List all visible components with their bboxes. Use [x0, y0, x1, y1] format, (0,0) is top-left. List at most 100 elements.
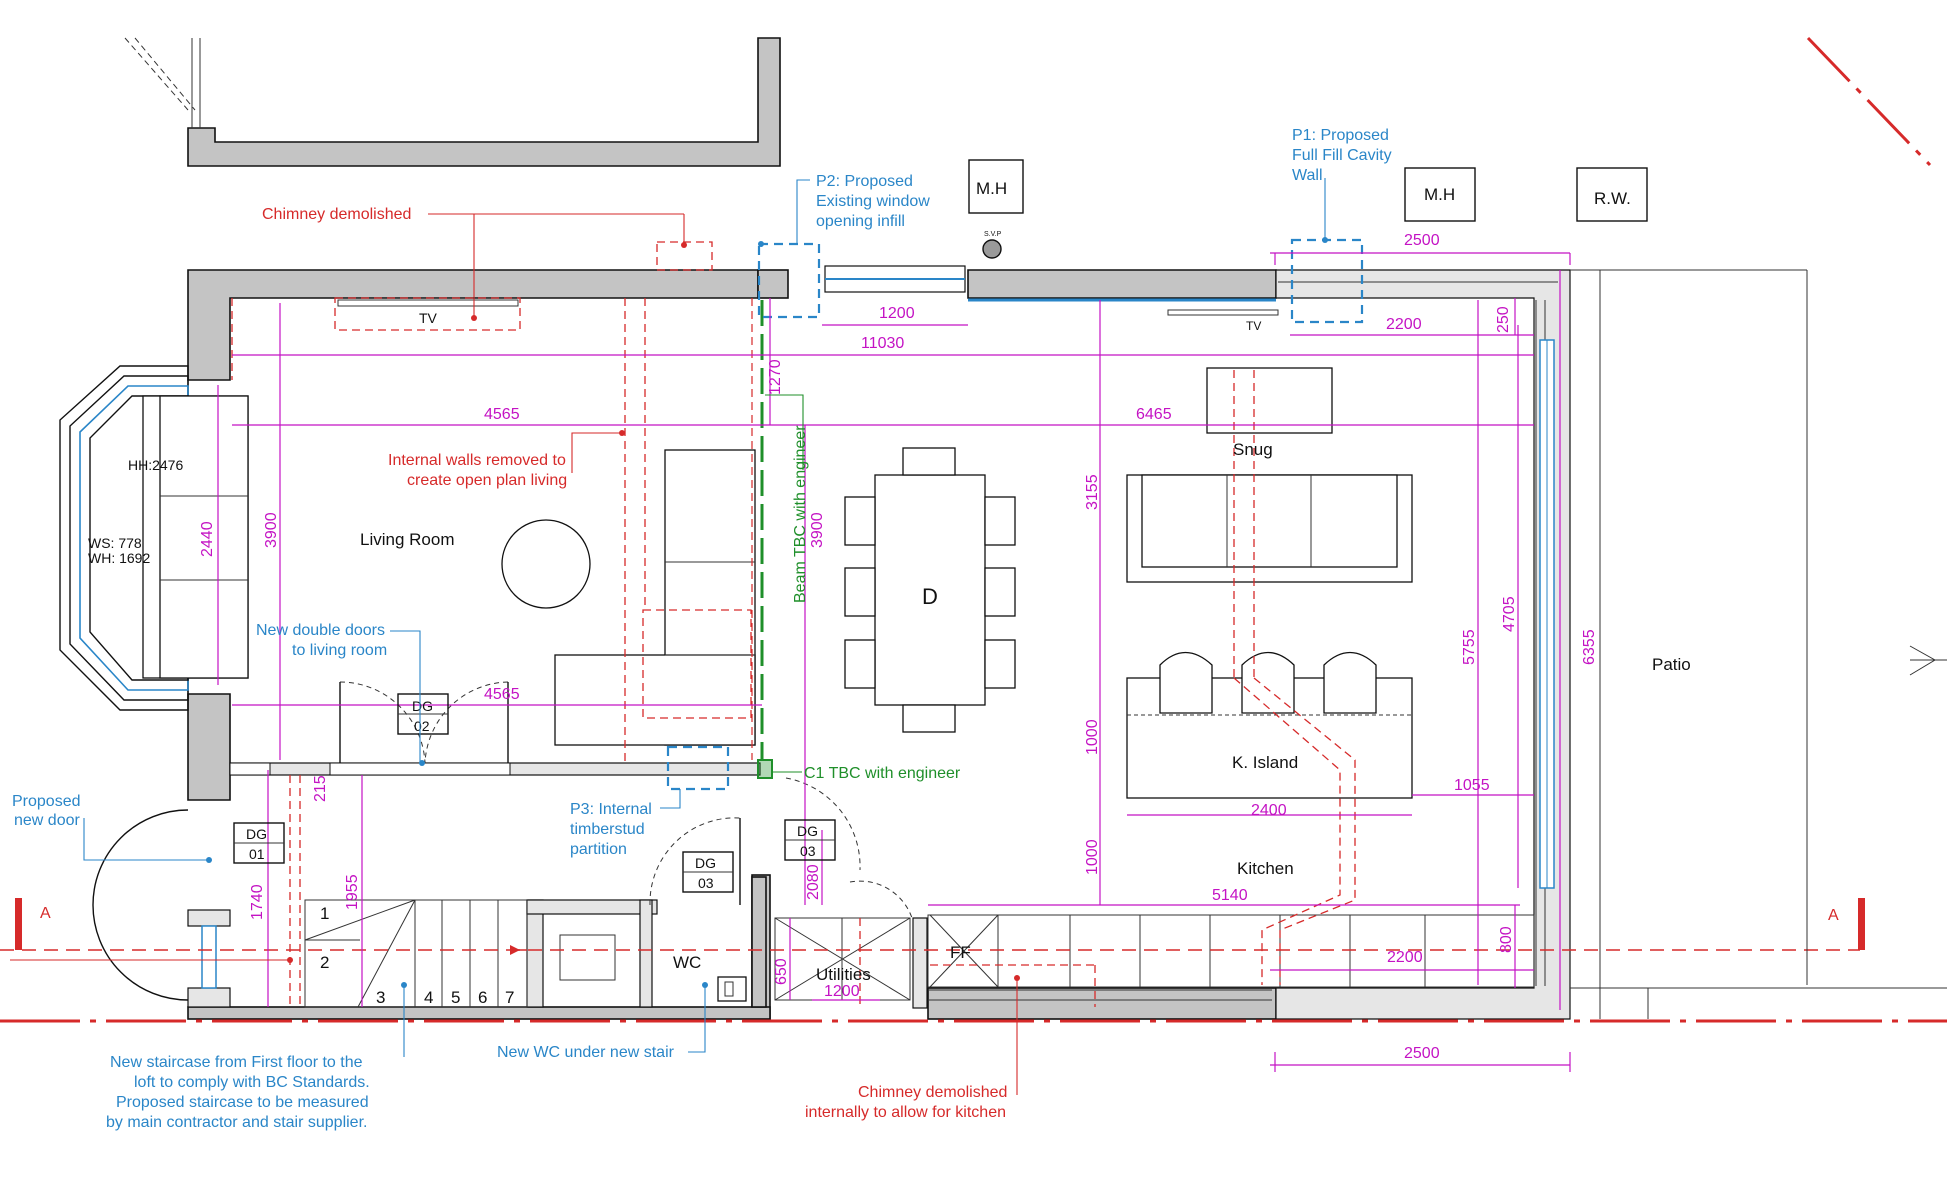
- stair-step-1: 1: [320, 904, 329, 923]
- dim-5755: 5755: [1461, 629, 1478, 665]
- patio-outline: [1570, 269, 1947, 1019]
- stair-step-3: 3: [376, 988, 385, 1007]
- dim-2500-top: 2500: [1404, 232, 1440, 249]
- section-mark-left: A: [40, 905, 51, 922]
- proposal-markers: [206, 237, 1364, 988]
- door-tags: DG 02 DG 01 DG 03 DG 03: [233, 693, 836, 893]
- dimension-text: 1200 11030 2500 2200 250 1270 4565 6465 …: [199, 232, 1598, 1062]
- dim-11030: 11030: [861, 335, 904, 352]
- note-walls-removed-2: create open plan living: [407, 472, 567, 489]
- dg03-tag-b-top: DG: [797, 823, 818, 839]
- beam-line: [751, 298, 764, 760]
- manhole-label-2: M.H: [1424, 185, 1455, 204]
- note-stair-3: Proposed staircase to be measured: [116, 1094, 369, 1111]
- note-p1-3: Wall: [1292, 167, 1323, 184]
- stair-step-2: 2: [320, 953, 329, 972]
- staircase: 1 2 3 4 5 6 7: [304, 899, 528, 1008]
- room-living: Living Room: [360, 530, 455, 549]
- manhole-label-1: M.H: [976, 179, 1007, 198]
- room-labels: Living Room D Snug K. Island Kitchen Pat…: [40, 440, 1839, 984]
- stair-step-4: 4: [424, 988, 433, 1007]
- note-chimney-bottom-1: Chimney demolished: [858, 1084, 1007, 1101]
- dim-215: 215: [312, 775, 329, 802]
- dim-250: 250: [1495, 306, 1512, 333]
- note-chimney-top: Chimney demolished: [262, 206, 411, 223]
- note-p2-1: P2: Proposed: [816, 173, 913, 190]
- note-p3-1: P3: Internal: [570, 801, 652, 818]
- note-p3-2: timberstud: [570, 821, 645, 838]
- window-height: WH: 1692: [88, 550, 150, 566]
- door-swings: [92, 681, 913, 1001]
- dim-1740: 1740: [249, 884, 266, 920]
- room-snug: Snug: [1233, 440, 1273, 459]
- dim-3900-center: 3900: [809, 512, 826, 548]
- room-ff: FF: [950, 943, 971, 962]
- dim-3155: 3155: [1084, 474, 1101, 510]
- demolition-lines: [0, 36, 1947, 1023]
- dg03-tag-a-bottom: 03: [698, 875, 714, 891]
- furniture: [142, 299, 1413, 799]
- dimension-lines: [217, 252, 1571, 1072]
- rainwater-box: [1576, 167, 1648, 222]
- dim-1000-a: 1000: [1084, 719, 1101, 755]
- dim-1055: 1055: [1454, 777, 1490, 794]
- window-sill: WS: 778: [88, 535, 142, 551]
- svp-icon: [982, 239, 1002, 259]
- note-beam: Beam TBC with engineer: [792, 425, 809, 603]
- wc-fixtures: [559, 934, 747, 1002]
- note-stair-2: loft to comply with BC Standards.: [134, 1074, 370, 1091]
- dg01-tag-bottom: 01: [249, 846, 265, 862]
- dim-650: 650: [773, 958, 790, 985]
- dim-2400: 2400: [1251, 802, 1287, 819]
- stair-step-6: 6: [478, 988, 487, 1007]
- room-wc: WC: [673, 953, 701, 972]
- dim-1200-top: 1200: [879, 305, 915, 322]
- stair-step-7: 7: [505, 988, 514, 1007]
- note-double-doors-2: to living room: [292, 642, 387, 659]
- top-window: [824, 265, 966, 293]
- note-double-doors-1: New double doors: [256, 622, 385, 639]
- note-stair-1: New staircase from First floor to the: [110, 1054, 363, 1071]
- dim-6465: 6465: [1136, 406, 1172, 423]
- dim-1270: 1270: [767, 359, 784, 395]
- note-p2-3: opening infill: [816, 213, 905, 230]
- note-p2-2: Existing window: [816, 193, 930, 210]
- tv-label-2: TV: [1246, 319, 1261, 333]
- note-p1-2: Full Fill Cavity: [1292, 147, 1392, 164]
- dim-2500-bottom: 2500: [1404, 1045, 1440, 1062]
- dim-1955: 1955: [344, 874, 361, 910]
- red-notes: Chimney demolished Internal walls remove…: [10, 206, 1020, 1121]
- dim-4565-mid: 4565: [484, 686, 520, 703]
- dim-4705: 4705: [1501, 596, 1518, 632]
- dim-2440: 2440: [199, 521, 216, 557]
- room-patio: Patio: [1652, 655, 1691, 674]
- tv-label-1: TV: [419, 310, 438, 326]
- note-chimney-bottom-2: internally to allow for kitchen: [805, 1104, 1006, 1121]
- dim-1000-b: 1000: [1084, 839, 1101, 875]
- blue-notes: P2: Proposed Existing window opening inf…: [12, 127, 1392, 1131]
- rainwater-label: R.W.: [1594, 189, 1631, 208]
- dim-5140: 5140: [1212, 887, 1248, 904]
- note-p1-1: P1: Proposed: [1292, 127, 1389, 144]
- dg03-tag-a-top: DG: [695, 855, 716, 871]
- dim-4565-top: 4565: [484, 406, 520, 423]
- manhole-box-2: [1404, 167, 1476, 222]
- dim-2200-bottom: 2200: [1387, 949, 1423, 966]
- note-new-door-1: Proposed: [12, 793, 81, 810]
- room-dining: D: [922, 584, 938, 609]
- dg02-tag-top: DG: [412, 698, 433, 714]
- bay-window: [59, 365, 189, 711]
- manhole-box-1: [968, 159, 1024, 214]
- window-head-height: HH:2476: [128, 457, 183, 473]
- room-island: K. Island: [1232, 753, 1298, 772]
- room-utilities: Utilities: [816, 965, 871, 984]
- service-boxes: M.H M.H R.W. S.V.P TV TV: [419, 159, 1648, 333]
- note-wc: New WC under new stair: [497, 1044, 675, 1061]
- dim-2080: 2080: [805, 864, 822, 900]
- note-p3-3: partition: [570, 841, 627, 858]
- section-mark-right: A: [1828, 907, 1839, 924]
- dg03-tag-b-bottom: 03: [800, 843, 816, 859]
- dim-1200-bottom: 1200: [824, 983, 860, 1000]
- room-kitchen: Kitchen: [1237, 859, 1294, 878]
